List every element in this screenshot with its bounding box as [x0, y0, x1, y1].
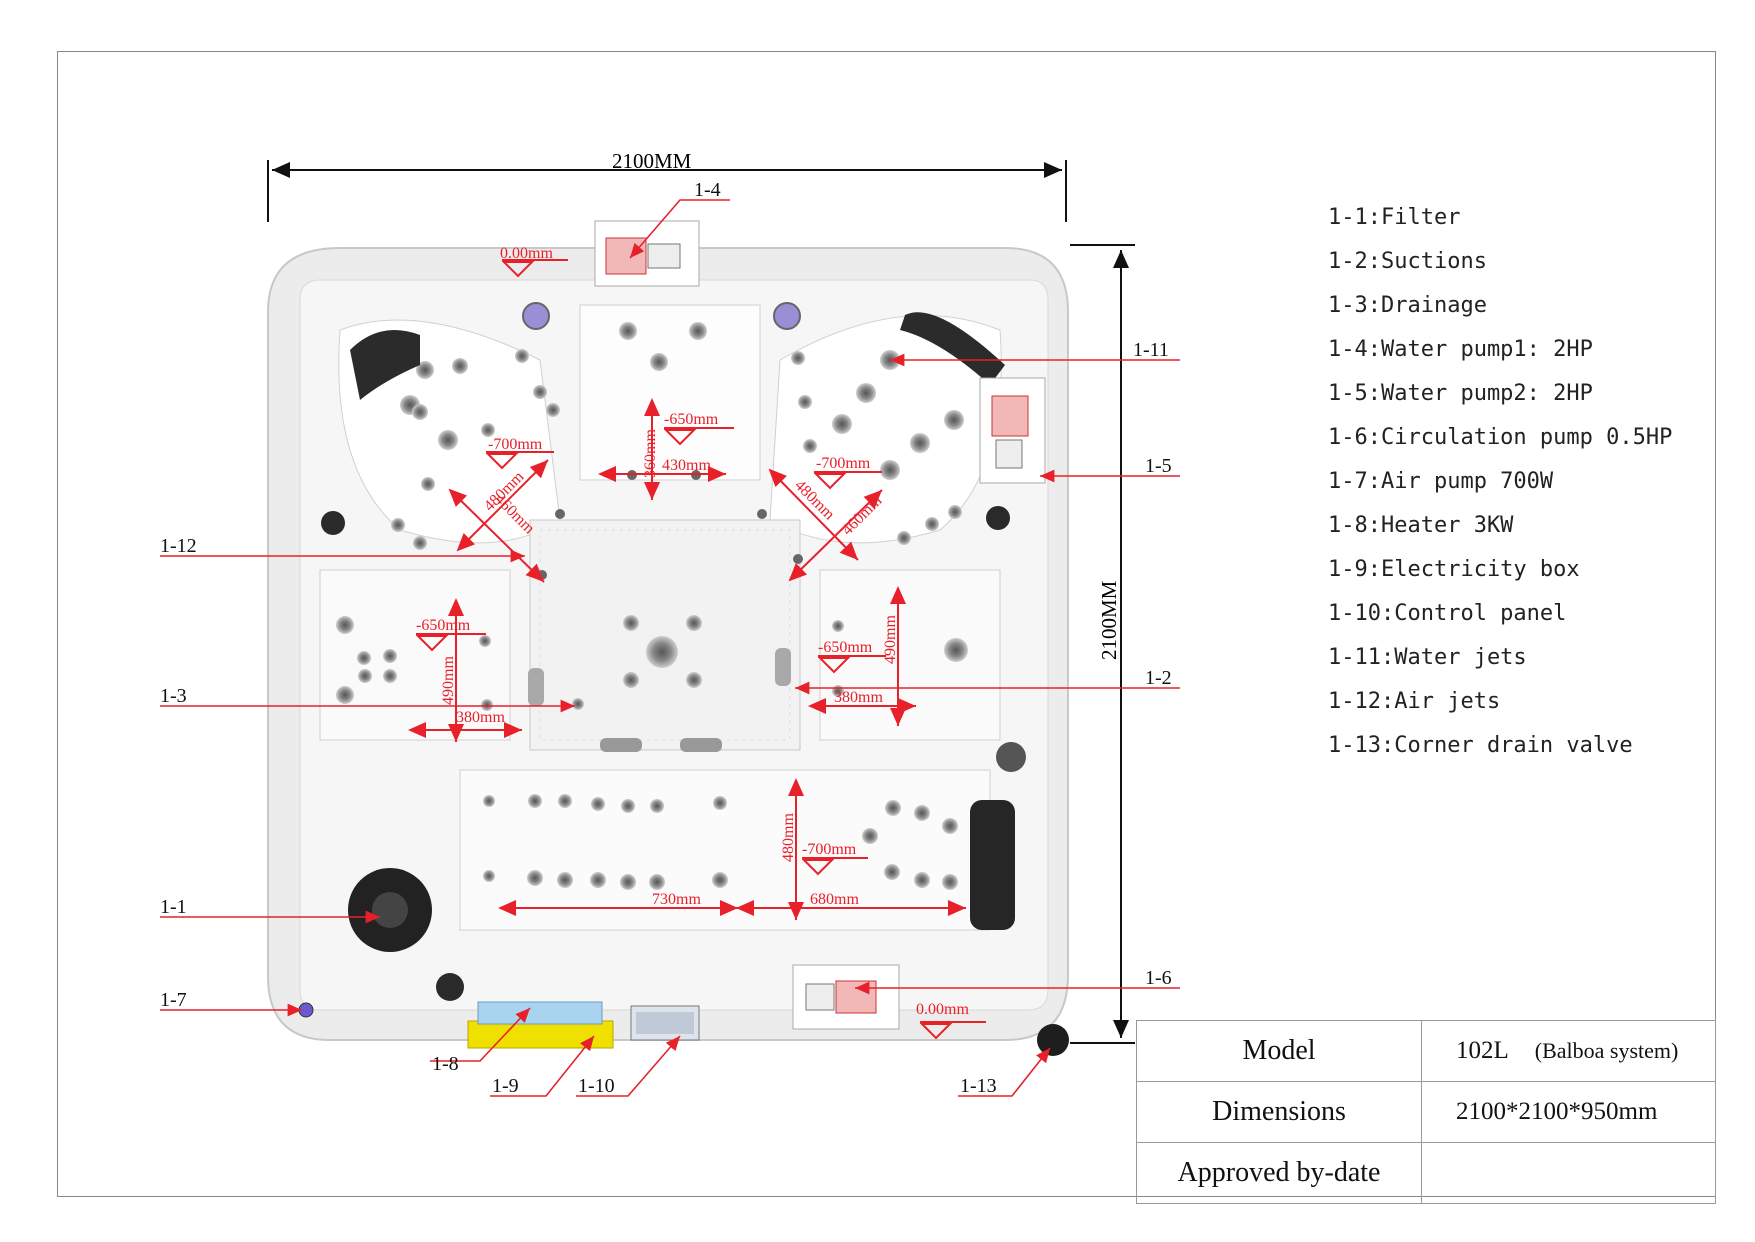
legend-item: 1-12:Air jets [1328, 689, 1501, 714]
callout-1-10: 1-10 [578, 1075, 615, 1097]
legend-item: 1-1:Filter [1328, 205, 1461, 230]
callout-1-7: 1-7 [160, 989, 187, 1011]
bottom-seat-h-label: 480mm [780, 813, 797, 862]
callout-1-3: 1-3 [160, 685, 187, 707]
top-seat-h-label: 360mm [642, 429, 659, 478]
callout-1-6: 1-6 [1145, 967, 1172, 989]
callout-1-11: 1-11 [1133, 339, 1169, 361]
width-dimension: 2100MM [267, 149, 1067, 222]
pump2-box [979, 377, 1046, 484]
height-dimension: 2100MM [1070, 244, 1135, 1044]
legend-item: 1-8:Heater 3KW [1328, 513, 1514, 538]
top-seat-depth-label: -650mm [664, 411, 719, 428]
left-lounger-depth-label: -700mm [488, 436, 543, 453]
top-level-label: 0.00mm [500, 245, 553, 262]
right-seat-depth-label: -650mm [818, 639, 873, 656]
legend-item: 1-6:Circulation pump 0.5HP [1328, 425, 1673, 450]
legend-item: 1-2:Suctions [1328, 249, 1487, 274]
model-note: (Balboa system) [1534, 1038, 1679, 1063]
callout-1-13: 1-13 [960, 1075, 997, 1097]
width-label: 2100MM [612, 149, 692, 173]
air-controls [522, 302, 801, 330]
callout-labels: 1-4 1-11 1-5 1-12 1-3 1-2 1-1 1-7 1-6 1-… [160, 179, 1172, 1097]
left-seat-h-label: 490mm [440, 656, 457, 705]
legend-item: 1-11:Water jets [1328, 645, 1527, 670]
table-row: Model 102L (Balboa system) [1136, 1020, 1716, 1082]
right-seat-w-label: 380mm [834, 689, 883, 706]
approved-value [1421, 1142, 1716, 1204]
bottom-seat-w2-label: 680mm [810, 891, 859, 908]
left-seat-depth-label: -650mm [416, 617, 471, 634]
table-row: Approved by-date [1136, 1142, 1716, 1204]
right-lounger-depth-label: -700mm [816, 455, 871, 472]
bottom-seat-depth-label: -700mm [802, 841, 857, 858]
legend-item: 1-3:Drainage [1328, 293, 1487, 318]
circulation-pump-box [792, 964, 900, 1030]
legend-item: 1-10:Control panel [1328, 601, 1567, 626]
top-seat-w-label: 430mm [662, 457, 711, 474]
callout-1-4: 1-4 [694, 179, 721, 201]
dimensions-value: 2100*2100*950mm [1421, 1081, 1716, 1143]
spec-table: Model 102L (Balboa system) Dimensions 210… [1136, 1020, 1716, 1204]
round-fittings [321, 506, 1026, 1001]
sheet-border [57, 51, 1716, 1197]
interior-measurements [408, 259, 986, 1040]
pump1-box [594, 220, 700, 287]
callout-1-12: 1-12 [160, 535, 197, 557]
model-label: Model [1136, 1020, 1422, 1082]
control-panel [630, 1005, 700, 1041]
legend-item: 1-13:Corner drain valve [1328, 733, 1633, 758]
model-value: 102L [1456, 1037, 1509, 1064]
legend-item: 1-5:Water pump2: 2HP [1328, 381, 1593, 406]
right-seat-h-label: 490mm [882, 615, 899, 664]
legend-item: 1-9:Electricity box [1328, 557, 1580, 582]
corner-drain-valve [1037, 1024, 1069, 1056]
callout-1-9: 1-9 [492, 1075, 519, 1097]
model-value-cell: 102L (Balboa system) [1421, 1020, 1716, 1082]
legend-item: 1-4:Water pump1: 2HP [1328, 337, 1593, 362]
bottom-level-label: 0.00mm [916, 1001, 969, 1018]
table-row: Dimensions 2100*2100*950mm [1136, 1081, 1716, 1143]
seat-wells [319, 304, 1002, 931]
water-jets [336, 322, 968, 890]
callout-1-5: 1-5 [1145, 455, 1172, 477]
headrest-pillows [350, 312, 1015, 930]
approved-label: Approved by-date [1136, 1142, 1422, 1204]
callout-1-2: 1-2 [1145, 667, 1172, 689]
heater-and-box [467, 1001, 614, 1049]
legend-item: 1-7:Air pump 700W [1328, 469, 1554, 494]
callout-leaders [160, 199, 1180, 1097]
bottom-seat-w1-label: 730mm [652, 891, 701, 908]
height-label: 2100MM [1097, 580, 1121, 660]
dimensions-label: Dimensions [1136, 1081, 1422, 1143]
component-legend: 1-1:Filter 1-2:Suctions 1-3:Drainage 1-4… [1328, 196, 1672, 768]
callout-1-1: 1-1 [160, 896, 187, 918]
callout-1-8: 1-8 [432, 1053, 459, 1075]
left-seat-w-label: 380mm [456, 709, 505, 726]
